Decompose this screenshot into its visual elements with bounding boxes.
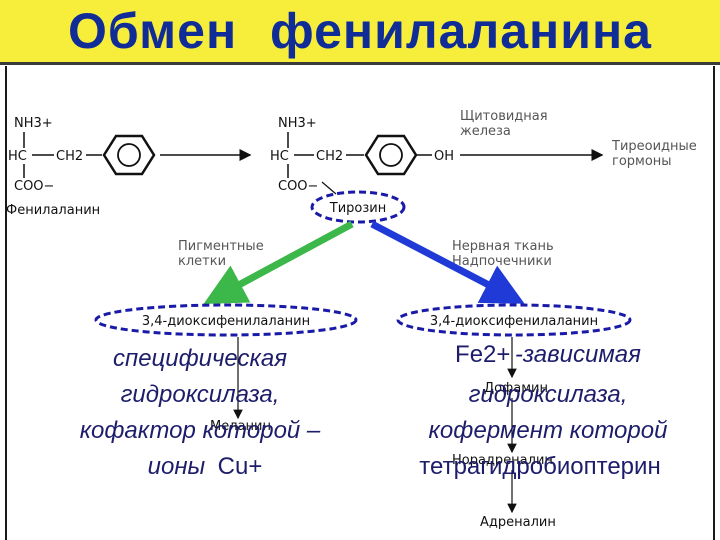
left-note-line2: гидроксилаза, bbox=[121, 381, 280, 408]
phenylalanine-name: Фенилаланин bbox=[6, 203, 100, 218]
title-bar bbox=[0, 0, 720, 65]
adrenaline-label: Адреналин bbox=[480, 515, 556, 530]
blue-pathway-arrow bbox=[370, 220, 525, 304]
right-note-line1: Fe2+ -зависимая bbox=[455, 341, 641, 368]
pigment-cells-line2: клетки bbox=[178, 254, 226, 269]
left-note-line3: кофактор которой – bbox=[80, 417, 321, 444]
left-note-ions: ионы bbox=[148, 453, 206, 480]
dopamine-label: Дофамин bbox=[484, 381, 548, 396]
tyr-benzene-ring bbox=[364, 134, 418, 176]
phenylalanine-structure: NH3+ HC CH2 COO− Фенилаланин bbox=[6, 116, 156, 218]
tyr-ch2-label: CH2 bbox=[316, 149, 343, 164]
dopa-left-label: 3,4-диоксифенилаланин bbox=[142, 314, 310, 329]
left-border-rule bbox=[5, 66, 7, 540]
pigment-cells-line1: Пигментные bbox=[178, 239, 264, 254]
melanin-label: Меланин bbox=[210, 419, 271, 434]
thyroid-hormones-line1: Тиреоидные bbox=[611, 139, 697, 154]
phe-nh3-label: NH3+ bbox=[14, 116, 53, 131]
nerve-tissue-line2: Надпочечники bbox=[452, 254, 552, 269]
right-enzyme-note: Fe2+ -зависимая гидроксилаза, кофермент … bbox=[419, 341, 667, 480]
left-note-line4: ионы Cu+ bbox=[148, 453, 263, 480]
norepinephrine-label: Норадреналин bbox=[452, 453, 553, 468]
tyrosine-dashed-oval bbox=[310, 190, 406, 224]
dopa-right-label: 3,4-диоксифенилаланин bbox=[430, 314, 598, 329]
tyr-oh-label: OH bbox=[434, 149, 454, 164]
right-note-line2: гидроксилаза, bbox=[469, 381, 628, 408]
phe-benzene-ring bbox=[102, 134, 156, 176]
phe-hc-label: HC bbox=[8, 149, 27, 164]
phe-ch2-label: CH2 bbox=[56, 149, 83, 164]
tyrosine-label: Тирозин bbox=[329, 201, 386, 216]
tyr-nh3-label: NH3+ bbox=[278, 116, 317, 131]
thyroid-hormones-line2: гормоны bbox=[612, 154, 672, 169]
green-pathway-arrow bbox=[203, 220, 354, 304]
tyrosine-structure: NH3+ HC CH2 OH COO− bbox=[270, 116, 454, 194]
right-note-fe-ion: Fe2+ bbox=[455, 341, 510, 368]
phe-coo-label: COO− bbox=[14, 179, 54, 194]
slide-title: Обмен фенилаланина bbox=[68, 3, 652, 59]
thyroid-label-line2: железа bbox=[460, 124, 511, 139]
left-enzyme-note: специфическая гидроксилаза, кофактор кот… bbox=[80, 345, 321, 480]
tyr-to-label-connector bbox=[321, 181, 337, 195]
right-note-line4: тетрагидробиоптерин bbox=[419, 453, 660, 480]
right-note-dependent: -зависимая bbox=[515, 341, 641, 368]
left-note-cu-ion: Cu+ bbox=[218, 453, 263, 480]
right-border-rule bbox=[713, 66, 715, 540]
left-note-line1: специфическая bbox=[113, 345, 287, 372]
tyr-coo-label: COO− bbox=[278, 179, 318, 194]
tyr-hc-label: HC bbox=[270, 149, 289, 164]
right-note-line3: кофермент которой bbox=[429, 417, 668, 444]
nerve-tissue-line1: Нервная ткань bbox=[452, 239, 554, 254]
dopa-left-dashed-oval bbox=[94, 303, 358, 337]
dopa-right-dashed-oval bbox=[396, 303, 632, 337]
thyroid-label-line1: Щитовидная bbox=[460, 109, 548, 124]
